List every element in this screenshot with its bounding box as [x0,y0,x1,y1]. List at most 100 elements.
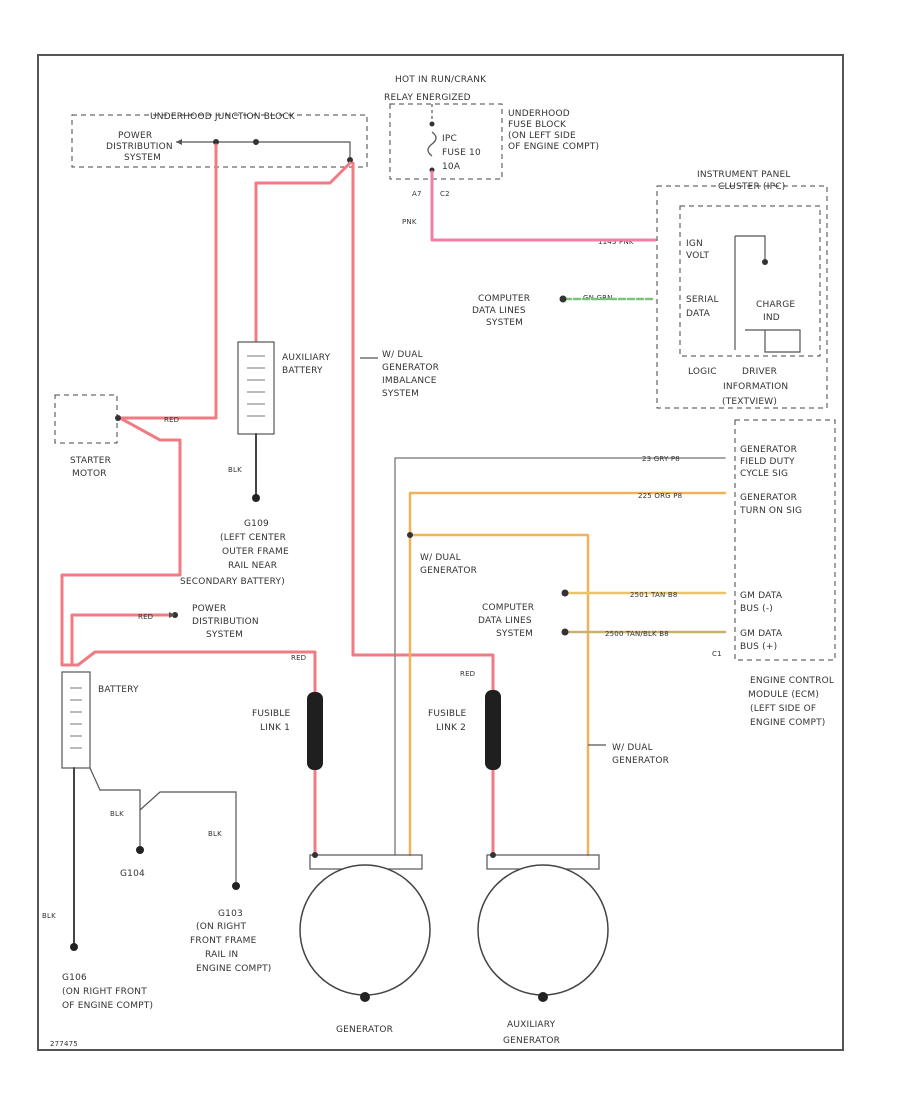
underhood-junction-block: UNDERHOOD JUNCTION BLOCK POWER DISTRIBUT… [71,112,368,168]
gen-field-label-1: GENERATOR [740,445,797,455]
dual-gen-relay-label-2: GENERATOR [382,363,439,373]
ign-volt-label-2: VOLT [686,251,709,261]
computer-data-lines-1-label-2: DATA LINES [472,306,526,316]
connector-c2-label: C2 [440,190,450,198]
aux-generator-label-1: AUXILIARY [507,1020,556,1030]
blk-label-g104: BLK [110,810,124,818]
main-battery: BATTERY [61,671,139,769]
ipc-fuse-label-3: 10A [442,162,461,172]
generator: GENERATOR [299,852,431,1035]
auxiliary-battery: AUXILIARY BATTERY [237,341,331,435]
w-dual-generator-2-label-1: W/ DUAL [612,743,653,753]
aux-battery-label-1: AUXILIARY [282,353,331,363]
starter-motor-box [54,394,118,444]
tan1-circuit-label: 2501 TAN B8 [630,591,677,599]
fusible-link-2: RED FUSIBLE LINK 2 [428,670,501,770]
red-wire-aux-battery [254,161,352,344]
ground-g104-icon [136,846,144,854]
ecm-label-4: ENGINE COMPT) [750,718,826,728]
ecm-label-1: ENGINE CONTROL [750,676,834,686]
w-dual-generator-1-label-2: GENERATOR [420,566,477,576]
fusible-link-2-label-1: FUSIBLE [428,709,467,719]
g109-label-2: (LEFT CENTER [220,533,286,543]
computer-data-lines-1-label-3: SYSTEM [486,318,523,328]
tan2-circuit-label: 2500 TAN/BLK B8 [605,630,669,638]
red-label-starter: RED [164,416,179,424]
driver-info-label-3: (TEXTVIEW) [722,397,777,407]
ipc-label-1: INSTRUMENT PANEL [697,170,791,180]
logic-label: LOGIC [688,367,717,377]
fusible-link-1: RED FUSIBLE LINK 1 [252,654,323,770]
blk-label-g106: BLK [42,912,56,920]
engine-control-module: GENERATOR FIELD DUTY CYCLE SIG GENERATOR… [712,419,836,728]
dual-gen-relay-label-1: W/ DUAL [382,350,423,360]
red-wire-fusible-link-1 [76,650,317,694]
g103-label-5: ENGINE COMPT) [196,964,272,974]
gen-field-label-2: FIELD DUTY [740,457,795,467]
fusible-link-2-label-2: LINK 2 [436,723,466,733]
serial-data-label-1: SERIAL [686,295,719,305]
instrument-panel-cluster: INSTRUMENT PANEL CLUSTER (IPC) IGN VOLT … [583,170,828,409]
ecm-label-3: (LEFT SIDE OF [750,704,816,714]
computer-data-lines-1-label-1: COMPUTER [478,294,530,304]
red-wire-junction-to-starter [118,143,218,420]
g103-label-2: (ON RIGHT [196,922,246,932]
red-label-fl2: RED [460,670,475,678]
fusible-link-1-label-1: FUSIBLE [252,709,291,719]
pink-ign-wire [430,170,657,242]
charge-ind-label-1: CHARGE [756,300,795,310]
red-wire-battery-main [60,416,182,667]
hot-in-run-label-2: RELAY ENERGIZED [384,93,471,103]
ground-g109-icon [252,494,260,502]
blk-label-g103: BLK [208,830,222,838]
underhood-fuse-block: HOT IN RUN/CRANK RELAY ENERGIZED IPC FUS… [384,75,599,226]
gmlan-2-label-2: BUS (+) [740,642,777,652]
ground-g106-icon [70,943,78,951]
hot-in-run-label-1: HOT IN RUN/CRANK [395,75,487,85]
g103-label-3: FRONT FRAME [190,936,257,946]
w-dual-generator-2-label-2: GENERATOR [612,756,669,766]
ipc-label-2: CLUSTER (IPC) [718,182,785,192]
underhood-fuse-label-4: OF ENGINE COMPT) [508,142,599,152]
g104-label: G104 [120,869,145,879]
orange-wire-turn-on [408,491,727,857]
underhood-fuse-label-2: FUSE BLOCK [508,120,567,130]
g106-label-1: G106 [62,973,87,983]
power-distribution-label-1: POWER [118,131,152,141]
battery-label: BATTERY [98,685,139,695]
orange-wire-aux-turn-on [408,533,590,857]
generator-label: GENERATOR [336,1025,393,1035]
org-circuit-label: 225 ORG P8 [638,492,682,500]
g106-label-3: OF ENGINE COMPT) [62,1001,153,1011]
starter-motor-label-2: MOTOR [72,469,107,479]
connector-a7-label: A7 [412,190,422,198]
g106-label-2: (ON RIGHT FRONT [62,987,147,997]
fusible-link-1-label-2: LINK 1 [260,723,290,733]
pnk-label: PNK [402,218,417,226]
ecm-label-2: MODULE (ECM) [748,690,819,700]
starter-motor-label-1: STARTER [70,456,111,466]
g109-label-3: OUTER FRAME [222,547,289,557]
connector-c1-label: C1 [712,650,722,658]
red-wire-power-distribution [70,613,177,667]
ign-volt-label-1: IGN [686,239,703,249]
computer-data-lines-2-label-2: DATA LINES [478,616,532,626]
underhood-fuse-label-1: UNDERHOOD [508,109,570,119]
dual-gen-relay-label-4: SYSTEM [382,389,419,399]
gen-field-label-3: CYCLE SIG [740,469,788,479]
g103-label-1: G103 [218,909,243,919]
diagram-frame [37,54,844,1051]
power-distribution-2-label-3: SYSTEM [206,630,243,640]
ipc-fuse-label-2: FUSE 10 [442,148,481,158]
driver-info-label-2: INFORMATION [723,382,788,392]
power-distribution-label-2: DISTRIBUTION [106,142,173,152]
gen-turn-on-label-2: TURN ON SIG [739,506,802,516]
w-dual-generator-1-label-1: W/ DUAL [420,553,461,563]
gmlan-1-label-1: GM DATA [740,591,783,601]
red-label-fl1: RED [291,654,306,662]
figure-id-label: 277475 [50,1040,78,1048]
charge-ind-label-2: IND [763,313,780,323]
dual-gen-relay-label-3: IMBALANCE [382,376,437,386]
gry-circuit-label: 23 GRY P8 [642,455,680,463]
